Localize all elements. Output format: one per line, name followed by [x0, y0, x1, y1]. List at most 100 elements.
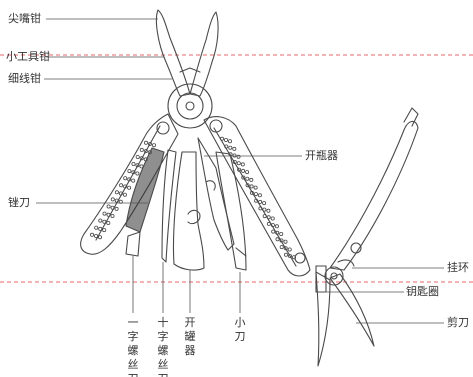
flat-screwdriver-blade — [125, 231, 141, 257]
handle-dot — [232, 159, 237, 164]
plier-pivot-hub — [167, 83, 213, 129]
handle-dot — [274, 224, 279, 229]
handle-dot — [98, 218, 103, 223]
handle-dot — [110, 197, 115, 202]
handle-dot — [110, 205, 115, 210]
scissors-pivot — [324, 266, 344, 286]
handle-dot — [94, 233, 99, 238]
handle-dot — [262, 201, 267, 206]
handle-dot — [90, 232, 95, 237]
wire-cutter-notch — [179, 67, 201, 73]
handle-dot — [131, 161, 136, 166]
can-opener-blade — [172, 151, 205, 271]
label-small-tool-pliers: 小工具钳 — [6, 50, 50, 63]
handle-dot — [106, 212, 111, 217]
handle-dot — [119, 183, 124, 188]
label-wire-cutter: 细线钳 — [8, 72, 41, 85]
handle-dot — [219, 136, 224, 141]
handle-dot — [123, 176, 128, 181]
right-handle — [203, 116, 311, 277]
handle-dot — [106, 204, 111, 209]
handle-dot — [249, 190, 254, 195]
left-handle-dots — [90, 140, 156, 240]
handle-dot — [135, 171, 140, 176]
handle-dot — [253, 192, 258, 197]
handle-dot — [102, 228, 107, 233]
handle-dot — [291, 255, 296, 260]
handle-dot — [139, 164, 144, 169]
handle-dot — [262, 214, 267, 219]
label-file: 锉刀 — [8, 196, 30, 209]
handle-dot — [131, 170, 136, 175]
handle-dot — [257, 193, 262, 198]
handle-dot — [270, 216, 275, 221]
handle-dot — [131, 178, 136, 183]
handle-dot — [227, 139, 232, 144]
handle-dot — [254, 198, 259, 203]
plier-jaw-right — [189, 11, 219, 97]
handle-dot — [102, 211, 107, 216]
handle-dot — [249, 184, 254, 189]
label-key-ring: 钥匙圈 — [406, 285, 439, 298]
handle-dot — [241, 175, 246, 180]
handle-dot — [262, 207, 267, 212]
handle-dot — [139, 156, 144, 161]
handle-dot — [258, 199, 263, 204]
handle-dot — [232, 153, 237, 158]
right-handle-dots — [219, 136, 296, 260]
left-handle — [80, 113, 179, 255]
handle-dot — [143, 149, 148, 154]
handle-dot — [283, 252, 288, 257]
handle-dot — [127, 169, 132, 174]
handle-dot — [106, 220, 111, 225]
label-bottle-opener: 开瓶器 — [305, 149, 338, 162]
handle-dot — [151, 143, 156, 148]
handle-dot — [237, 167, 242, 172]
handle-dot — [102, 219, 107, 224]
handle-dot — [287, 253, 292, 258]
handle-dot — [266, 221, 271, 226]
handle-dot — [114, 206, 119, 211]
handle-dot — [98, 235, 103, 240]
scissors-blade-2 — [329, 273, 375, 347]
label-phillips-screwdriver: 十字螺丝刀 — [157, 316, 169, 377]
handle-dot — [236, 161, 241, 166]
label-hanging-ring: 挂环 — [447, 261, 469, 274]
handle-dot — [228, 145, 233, 150]
handle-dot — [271, 229, 276, 234]
handle-dot — [114, 198, 119, 203]
handle-dot — [123, 184, 128, 189]
hanging-ring — [337, 259, 355, 267]
handle-dot — [139, 147, 144, 152]
handle-dot — [135, 163, 140, 168]
handle-dot — [245, 170, 250, 175]
small-knife-blade — [215, 151, 247, 271]
handle-dot — [223, 137, 228, 142]
handle-dot — [245, 176, 250, 181]
handle-dot — [253, 185, 258, 190]
handle-dot — [240, 162, 245, 167]
label-can-opener: 开罐器 — [184, 316, 196, 357]
handle-dot — [283, 246, 288, 251]
handle-dot — [110, 213, 115, 218]
handle-dot — [127, 185, 132, 190]
handle-dot — [135, 154, 140, 159]
handle-dot — [270, 223, 275, 228]
handle-dot — [127, 177, 132, 182]
handle-dot — [241, 168, 246, 173]
handle-dot — [224, 144, 229, 149]
handle-dot — [94, 225, 99, 230]
handle-dot — [279, 231, 284, 236]
handle-dot — [236, 154, 241, 159]
handle-dot — [258, 206, 263, 211]
handle-dot — [143, 140, 148, 145]
plier-jaw-left — [155, 9, 191, 97]
handle-dot — [249, 177, 254, 182]
bottle-opener-blade — [197, 137, 235, 251]
label-scissors: 剪刀 — [447, 316, 469, 329]
small-tool-arm — [329, 120, 419, 271]
handle-dot — [287, 247, 292, 252]
handle-dot — [147, 150, 152, 155]
